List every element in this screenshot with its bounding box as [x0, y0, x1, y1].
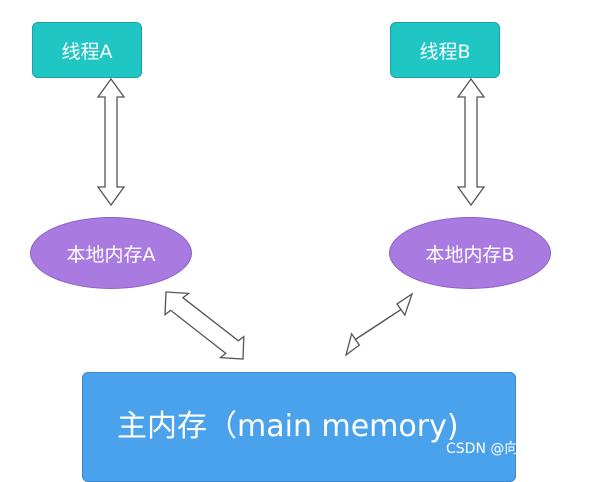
arrows-layer	[96, 77, 486, 360]
arrow-thread-b-local-b	[456, 77, 486, 207]
thread-a-label: 线程A	[61, 40, 113, 63]
local-memory-b-ellipse: 本地内存B	[389, 217, 551, 289]
main-memory-box: 主内存（main memory)	[82, 372, 516, 482]
watermark-text: CSDN @向上的狼	[446, 441, 561, 457]
main-memory-label: 主内存（main memory)	[117, 409, 459, 444]
arrow-thread-a-local-a	[96, 77, 126, 207]
arrow-local-b-main	[344, 292, 414, 357]
arrow-local-a-main	[164, 291, 245, 360]
local-memory-a-ellipse: 本地内存A	[30, 217, 192, 289]
thread-b-box: 线程B	[390, 22, 500, 78]
memory-model-diagram: 线程A 线程B 本地内存A 本地内存B 主内存（main memory) CSD…	[30, 22, 561, 482]
local-memory-b-label: 本地内存B	[425, 243, 515, 266]
local-memory-a-label: 本地内存A	[66, 243, 156, 266]
thread-b-label: 线程B	[419, 40, 471, 63]
thread-a-box: 线程A	[32, 22, 142, 78]
